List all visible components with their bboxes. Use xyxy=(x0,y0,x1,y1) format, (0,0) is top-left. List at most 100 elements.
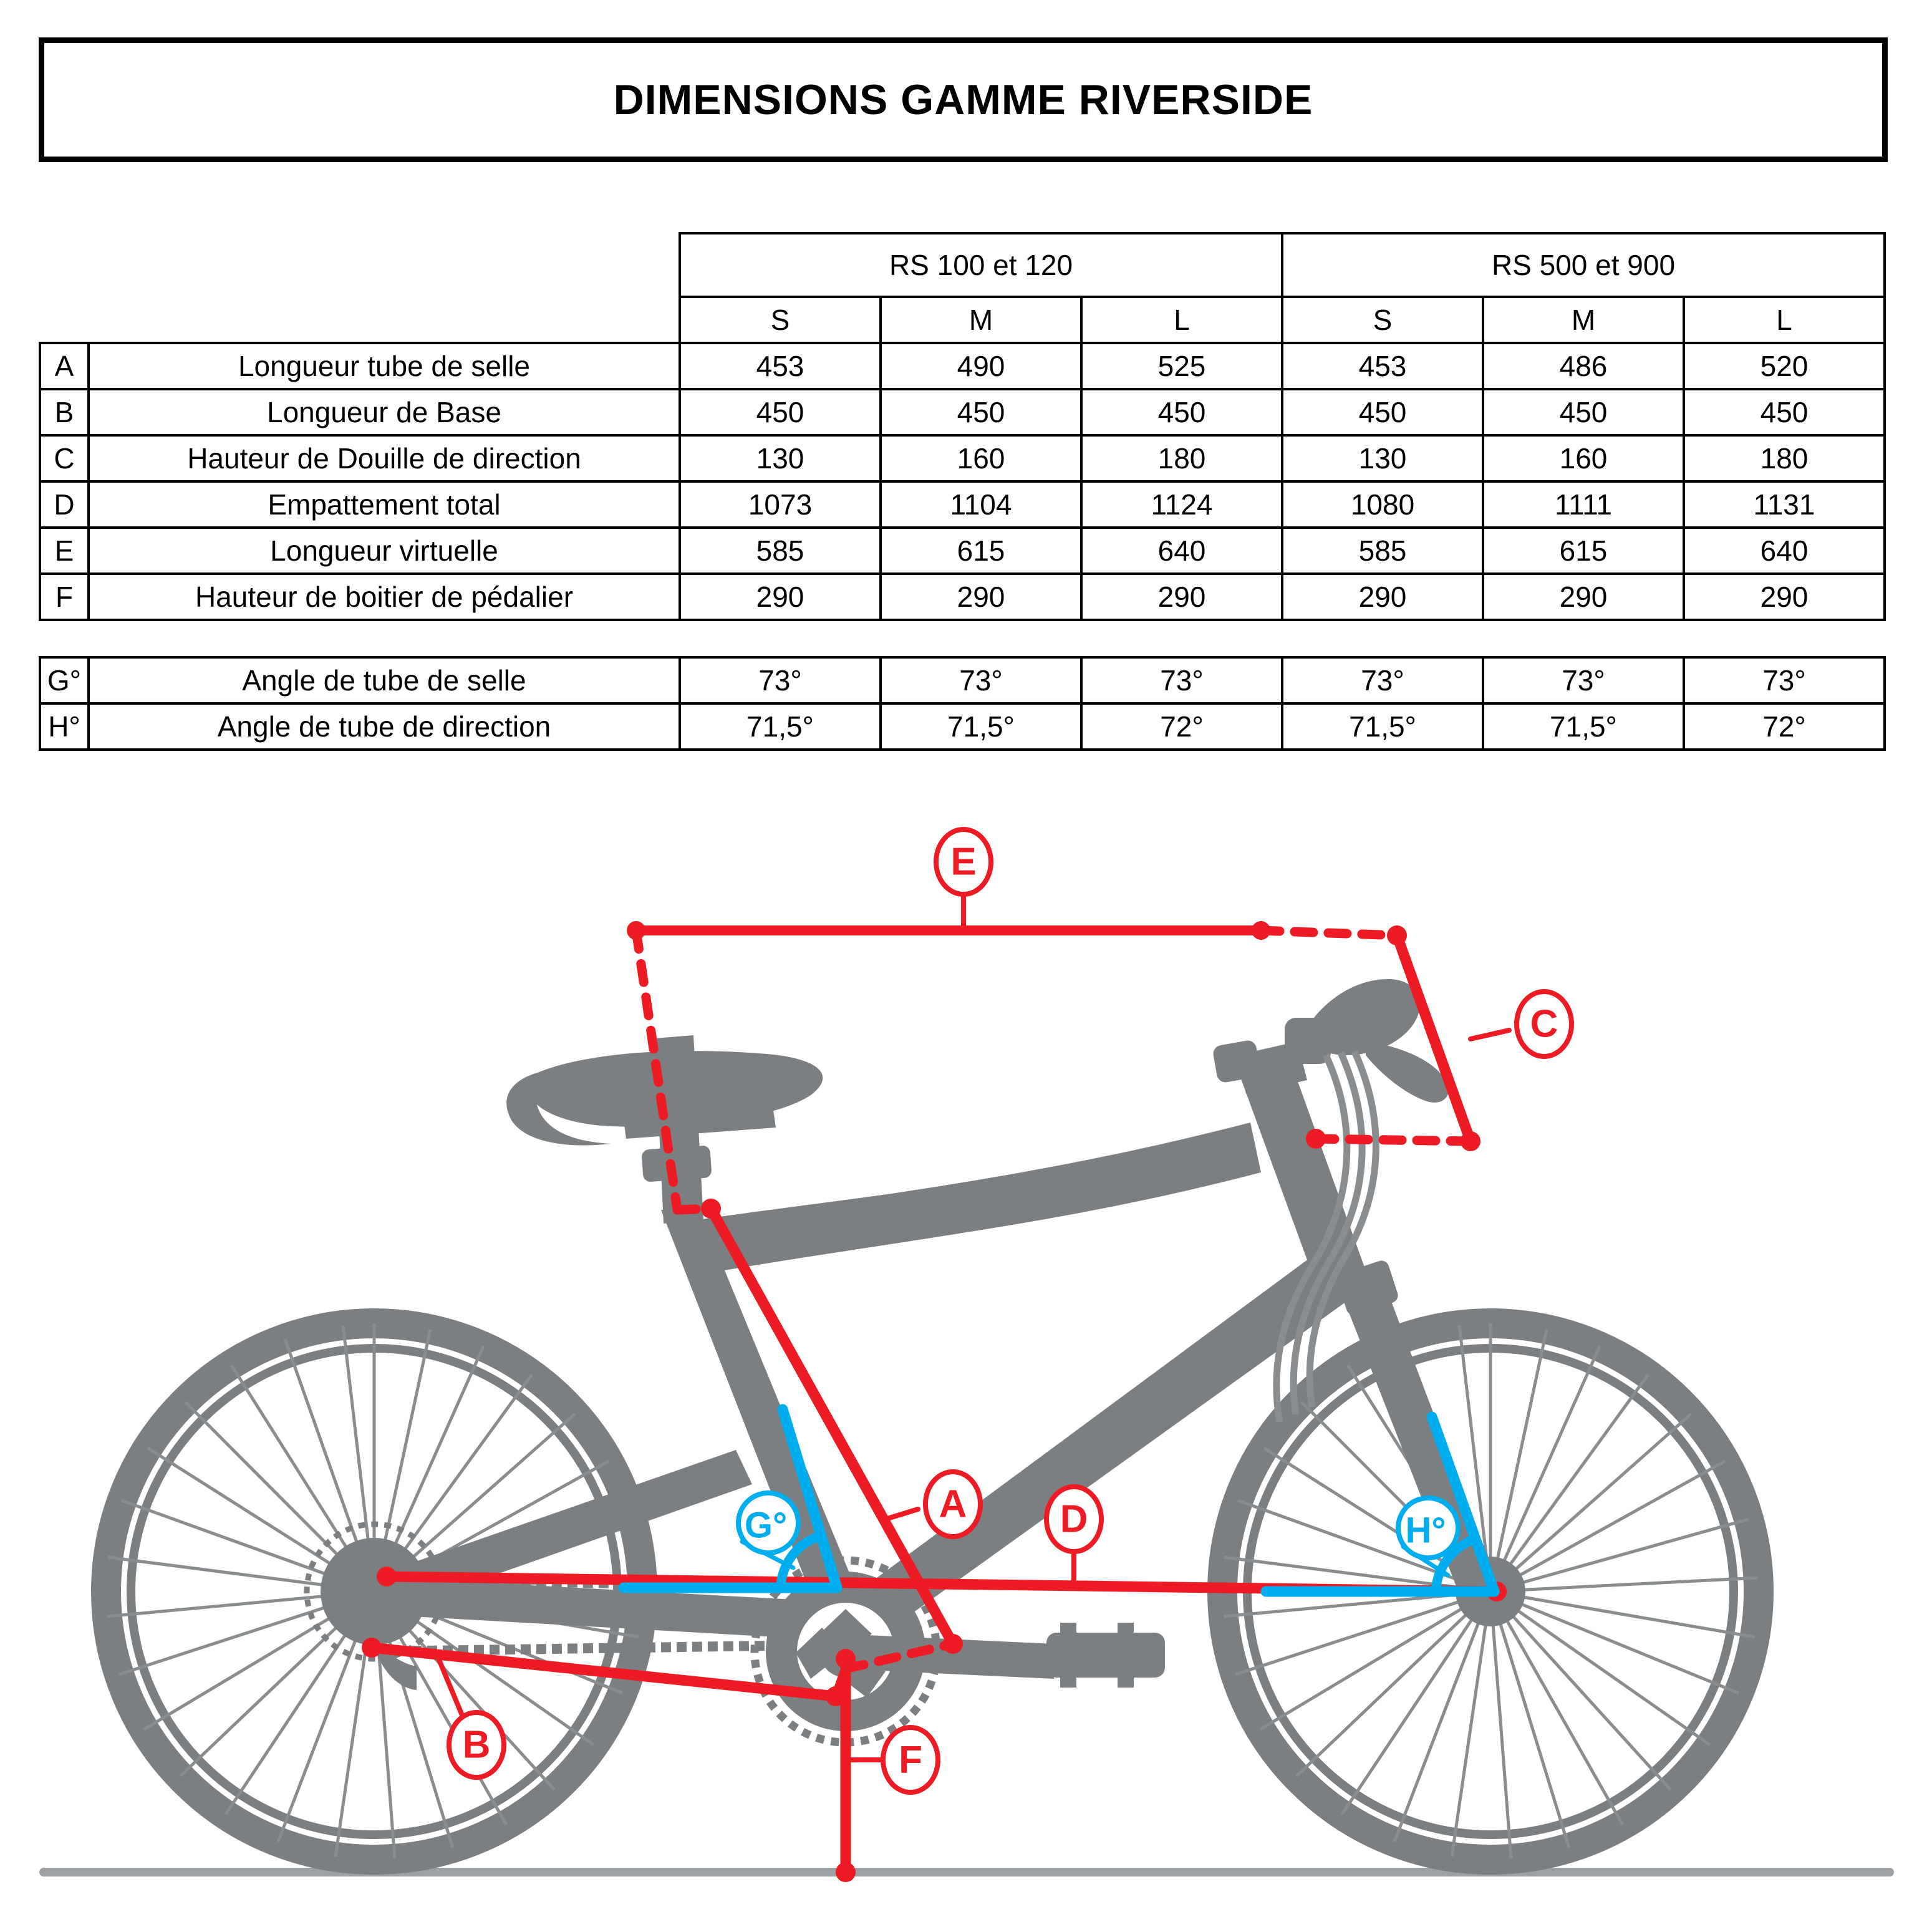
callout-h[interactable]: H° xyxy=(1396,1495,1461,1560)
cell-c-s2: 130 xyxy=(1281,434,1484,483)
callout-label-e: E xyxy=(950,841,976,884)
cell-e-m2: 615 xyxy=(1482,526,1685,575)
leader-line-c xyxy=(1468,1028,1512,1041)
cell-d-l2: 1131 xyxy=(1683,480,1886,529)
angle-arc-g xyxy=(776,1532,823,1593)
row-letter-e: E xyxy=(39,526,90,575)
cell-h-l2: 72° xyxy=(1683,702,1886,751)
cell-h-s1: 71,5° xyxy=(679,702,882,751)
size-header-s1: S xyxy=(679,296,882,344)
cell-e-s1: 585 xyxy=(679,526,882,575)
table-row: G° Angle de tube de selle 73° 73° 73° 73… xyxy=(39,656,1886,705)
group-header-rs500: RS 500 et 900 xyxy=(1281,232,1886,298)
angle-arc-h xyxy=(1431,1534,1479,1596)
table-size-header-row: S M L S M L xyxy=(40,296,1886,344)
cell-b-m2: 450 xyxy=(1482,388,1685,437)
callout-a[interactable]: A xyxy=(923,1469,983,1539)
cell-c-m1: 160 xyxy=(879,434,1083,483)
cell-b-m1: 450 xyxy=(879,388,1083,437)
dimension-endpoint-d-rear xyxy=(377,1567,397,1587)
cell-f-m1: 290 xyxy=(879,572,1083,621)
cell-b-s2: 450 xyxy=(1281,388,1484,437)
callout-label-g: G° xyxy=(745,1505,787,1546)
table-row: H° Angle de tube de direction 71,5° 71,5… xyxy=(39,702,1886,751)
cell-a-l2: 520 xyxy=(1683,342,1886,390)
row-label-a: Longueur tube de selle xyxy=(87,342,681,390)
cell-d-m1: 1104 xyxy=(879,480,1083,529)
size-header-m2: M xyxy=(1482,296,1685,344)
dimension-endpoint-f-bottom xyxy=(836,1862,856,1882)
size-header-l2: L xyxy=(1683,296,1886,344)
cell-g-m1: 73° xyxy=(879,656,1083,705)
callout-e[interactable]: E xyxy=(934,827,993,897)
frame xyxy=(369,1059,1498,1641)
extension-line-c-top xyxy=(1256,925,1402,940)
bicycle-geometry-diagram: E C A D B F G° H° xyxy=(0,773,1932,1932)
cell-e-m1: 615 xyxy=(879,526,1083,575)
dimensions-table: RS 100 et 120 RS 500 et 900 S M L S M L … xyxy=(39,232,1886,621)
extension-line-a-bottom xyxy=(841,1639,958,1674)
blue-angle-lines xyxy=(618,1404,1500,1597)
cell-e-s2: 585 xyxy=(1281,526,1484,575)
table-row: E Longueur virtuelle 585 615 640 585 615… xyxy=(39,526,1886,575)
table-row: B Longueur de Base 450 450 450 450 450 4… xyxy=(39,388,1886,437)
cell-d-s1: 1073 xyxy=(679,480,882,529)
angle-ray-head-tube-h xyxy=(1426,1411,1500,1597)
callout-b[interactable]: B xyxy=(447,1710,506,1780)
dimension-line-b xyxy=(366,1642,841,1702)
callout-c[interactable]: C xyxy=(1514,989,1574,1059)
leader-line-a xyxy=(883,1507,920,1522)
callout-label-c: C xyxy=(1530,1003,1558,1046)
cell-c-m2: 160 xyxy=(1482,434,1685,483)
angle-ray-seat-tube-g xyxy=(777,1404,843,1593)
cell-b-s1: 450 xyxy=(679,388,882,437)
callout-label-d: D xyxy=(1060,1498,1088,1541)
cell-h-l1: 72° xyxy=(1080,702,1283,751)
cell-d-l1: 1124 xyxy=(1080,480,1283,529)
cell-e-l2: 640 xyxy=(1683,526,1886,575)
callout-f[interactable]: F xyxy=(881,1725,940,1795)
cell-f-s1: 290 xyxy=(679,572,882,621)
cell-c-l2: 180 xyxy=(1683,434,1886,483)
row-label-f: Hauteur de boitier de pédalier xyxy=(87,572,681,621)
row-label-d: Empattement total xyxy=(87,480,681,529)
callout-label-b: B xyxy=(463,1724,491,1767)
cell-h-m2: 71,5° xyxy=(1482,702,1685,751)
cell-a-l1: 525 xyxy=(1080,342,1283,390)
saddle-and-seatpost xyxy=(506,1035,823,1224)
cell-a-s1: 453 xyxy=(679,342,882,390)
bicycle-silhouette xyxy=(91,979,1774,1875)
title-banner: DIMENSIONS GAMME RIVERSIDE xyxy=(39,37,1888,162)
callout-g[interactable]: G° xyxy=(736,1490,801,1555)
callout-d[interactable]: D xyxy=(1044,1484,1104,1554)
cell-a-s2: 453 xyxy=(1281,342,1484,390)
row-label-g: Angle de tube de selle xyxy=(87,656,681,705)
extension-line-a-top xyxy=(672,1204,716,1215)
table-row: D Empattement total 1073 1104 1124 1080 … xyxy=(39,480,1886,529)
row-letter-h: H° xyxy=(39,702,90,751)
row-label-h: Angle de tube de direction xyxy=(87,702,681,751)
row-letter-f: F xyxy=(39,572,90,621)
dimension-line-c xyxy=(1391,930,1476,1147)
size-header-s2: S xyxy=(1281,296,1484,344)
table-row: F Hauteur de boitier de pédalier 290 290… xyxy=(39,572,1886,621)
row-label-b: Longueur de Base xyxy=(87,388,681,437)
cell-d-s2: 1080 xyxy=(1281,480,1484,529)
table-group-header-row: RS 100 et 120 RS 500 et 900 xyxy=(40,232,1886,298)
row-letter-d: D xyxy=(39,480,90,529)
callout-label-h: H° xyxy=(1405,1510,1446,1551)
cell-h-m1: 71,5° xyxy=(879,702,1083,751)
group-header-rs100: RS 100 et 120 xyxy=(679,232,1283,298)
size-header-m1: M xyxy=(879,296,1083,344)
leader-line-b xyxy=(434,1651,464,1716)
cell-a-m2: 486 xyxy=(1482,342,1685,390)
spacer-cell xyxy=(40,233,89,297)
row-letter-b: B xyxy=(39,388,90,437)
dimension-endpoint-b-rear xyxy=(362,1638,382,1658)
cell-c-l1: 180 xyxy=(1080,434,1283,483)
cell-a-m1: 490 xyxy=(879,342,1083,390)
callout-label-a: A xyxy=(939,1483,967,1526)
cell-h-s2: 71,5° xyxy=(1281,702,1484,751)
cell-g-s2: 73° xyxy=(1281,656,1484,705)
cell-c-s1: 130 xyxy=(679,434,882,483)
